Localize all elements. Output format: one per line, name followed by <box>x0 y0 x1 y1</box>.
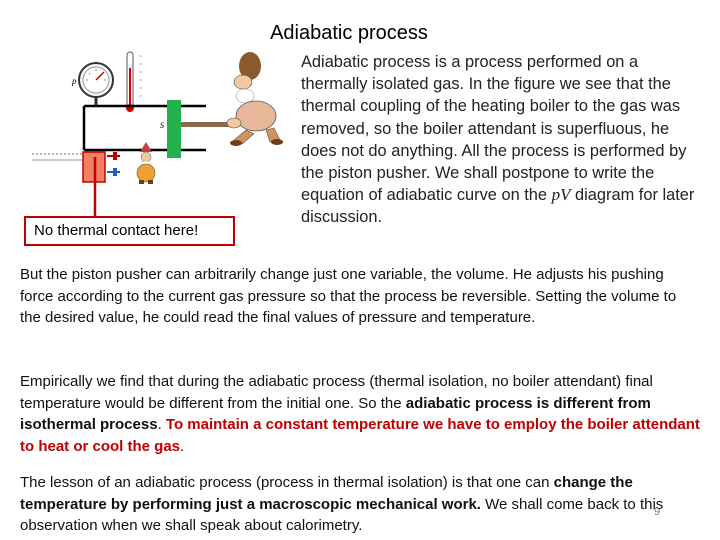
p2-text-3: . <box>180 437 185 455</box>
piston <box>167 100 181 158</box>
gas-cylinder <box>82 104 206 152</box>
boiler-attendant-icon <box>136 142 156 184</box>
paragraph-empirical: Empirically we find that during the adia… <box>20 371 700 457</box>
side-text-part2: diagram for later discussion. <box>301 186 695 227</box>
p2-text-1: Empirically we find that during the adia… <box>20 373 653 412</box>
pv-formula: pV <box>551 185 571 205</box>
p2-highlight: To maintain a constant temperature we ha… <box>20 416 700 455</box>
p2-bold: adiabatic process is different from isot… <box>20 394 651 434</box>
paragraph-lesson: The lesson of an adiabatic process (proc… <box>20 472 700 537</box>
side-text-part1: Adiabatic process is a process performed… <box>301 53 687 205</box>
pressure-gauge-icon <box>78 62 114 106</box>
page-number: 9 <box>654 506 661 518</box>
side-description: Adiabatic process is a process performed… <box>301 51 701 229</box>
p3-text-1: The lesson of an adiabatic process (proc… <box>20 474 554 491</box>
paragraph-volume: But the piston pusher can arbitrarily ch… <box>20 266 677 326</box>
p2-text-2: . <box>157 416 166 433</box>
piston-pusher-icon <box>226 52 283 146</box>
p3-bold: change the temperature by performing jus… <box>20 474 633 513</box>
piston-label: S <box>160 121 164 130</box>
slide-title: Adiabatic process <box>270 22 428 44</box>
heater-icon <box>32 151 120 183</box>
no-thermal-contact-callout: No thermal contact here! <box>24 216 235 246</box>
thermometer-icon <box>126 51 142 112</box>
gas-cylinder-figure: p S <box>32 51 283 216</box>
gauge-label: p <box>71 76 77 86</box>
p3-text-2: We shall come back to this observation w… <box>20 495 664 535</box>
piston-rod <box>181 122 233 127</box>
